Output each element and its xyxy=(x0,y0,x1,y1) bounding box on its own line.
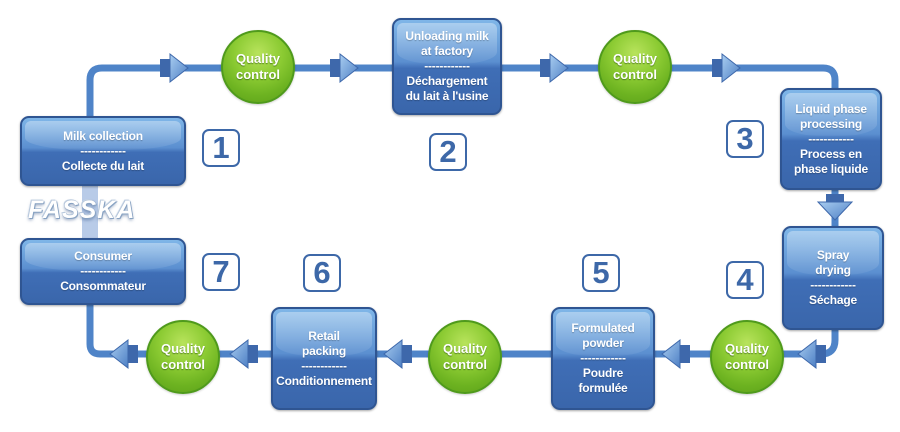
step-box-formulated-powder: Formulated powder ------------ Poudre fo… xyxy=(551,307,655,410)
step-separator: ------------ xyxy=(580,351,626,365)
step-label-en: at factory xyxy=(420,44,474,58)
step-separator: ------------ xyxy=(808,131,854,146)
quality-label-line1: Quality xyxy=(160,341,206,356)
step-number-1: 1 xyxy=(202,129,240,167)
arrow-left-3 xyxy=(383,338,412,370)
fasska-logo: FASSKA xyxy=(28,196,136,224)
step-number-4: 4 xyxy=(726,261,764,299)
step-label-en: Unloading milk xyxy=(405,29,489,43)
step-label-fr: Séchage xyxy=(809,293,857,307)
arrow-down xyxy=(816,194,854,221)
step-label-en: powder xyxy=(582,336,624,350)
step-separator: ------------ xyxy=(80,264,126,278)
step-label-fr: du lait à l'usine xyxy=(405,89,489,103)
quality-label-line2: control xyxy=(160,357,206,372)
quality-label-line2: control xyxy=(612,67,658,82)
step-label-en: Spray xyxy=(816,248,850,262)
step-label-fr: formulée xyxy=(578,381,628,395)
quality-control-4: Quality control xyxy=(428,320,502,394)
step-label-en: drying xyxy=(815,263,851,277)
step-number-6: 6 xyxy=(303,254,341,292)
step-separator: ------------ xyxy=(80,143,126,158)
arrow-left-1 xyxy=(797,338,826,370)
step-label-fr: Collecte du lait xyxy=(61,158,145,173)
step-label-en: Liquid phase xyxy=(795,101,867,116)
quality-label-line2: control xyxy=(724,357,770,372)
quality-label-line1: Quality xyxy=(235,51,281,66)
step-number-2: 2 xyxy=(429,133,467,171)
quality-label-line1: Quality xyxy=(612,51,658,66)
arrow-right-4 xyxy=(712,52,741,84)
step-separator: ------------ xyxy=(301,358,347,373)
step-label-en: processing xyxy=(799,116,863,131)
arrow-left-4 xyxy=(229,338,258,370)
step-label-en: Retail xyxy=(308,328,340,343)
step-box-unloading-milk: Unloading milk at factory ------------ D… xyxy=(392,18,502,115)
step-separator: ------------ xyxy=(424,59,470,73)
quality-control-5: Quality control xyxy=(146,320,220,394)
step-box-retail-packing: Retail packing ------------ Conditionnem… xyxy=(271,307,377,410)
arrow-right-3 xyxy=(540,52,569,84)
step-label-fr: Consommateur xyxy=(60,279,146,293)
quality-label-line2: control xyxy=(235,67,281,82)
step-label-en: Formulated xyxy=(571,321,635,335)
step-box-milk-collection: Milk collection ------------ Collecte du… xyxy=(20,116,186,186)
step-label-fr: Conditionnement xyxy=(276,373,372,388)
quality-label-line1: Quality xyxy=(442,341,488,356)
quality-control-2: Quality control xyxy=(598,30,672,104)
arrow-right-1 xyxy=(160,52,189,84)
step-label-fr: phase liquide xyxy=(793,161,869,176)
step-label-fr: Déchargement xyxy=(406,74,488,88)
quality-control-1: Quality control xyxy=(221,30,295,104)
step-label-en: Consumer xyxy=(74,249,132,263)
step-separator: ------------ xyxy=(810,278,856,292)
connector-left-faint xyxy=(82,186,98,238)
step-number-7: 7 xyxy=(202,253,240,291)
quality-label-line1: Quality xyxy=(724,341,770,356)
arrow-left-2 xyxy=(661,338,690,370)
step-box-spray-drying: Spray drying ------------ Séchage xyxy=(782,226,884,330)
step-number-5: 5 xyxy=(582,254,620,292)
step-box-liquid-phase: Liquid phase processing ------------ Pro… xyxy=(780,88,882,190)
step-number-3: 3 xyxy=(726,120,764,158)
step-box-consumer: Consumer ------------ Consommateur xyxy=(20,238,186,305)
arrow-left-5 xyxy=(109,338,138,370)
arrow-right-2 xyxy=(330,52,359,84)
step-label-fr: Process en xyxy=(799,146,863,161)
step-label-en: Milk collection xyxy=(63,128,143,143)
quality-control-3: Quality control xyxy=(710,320,784,394)
step-label-fr: Poudre xyxy=(582,366,624,380)
quality-label-line2: control xyxy=(442,357,488,372)
step-label-en: packing xyxy=(302,343,346,358)
